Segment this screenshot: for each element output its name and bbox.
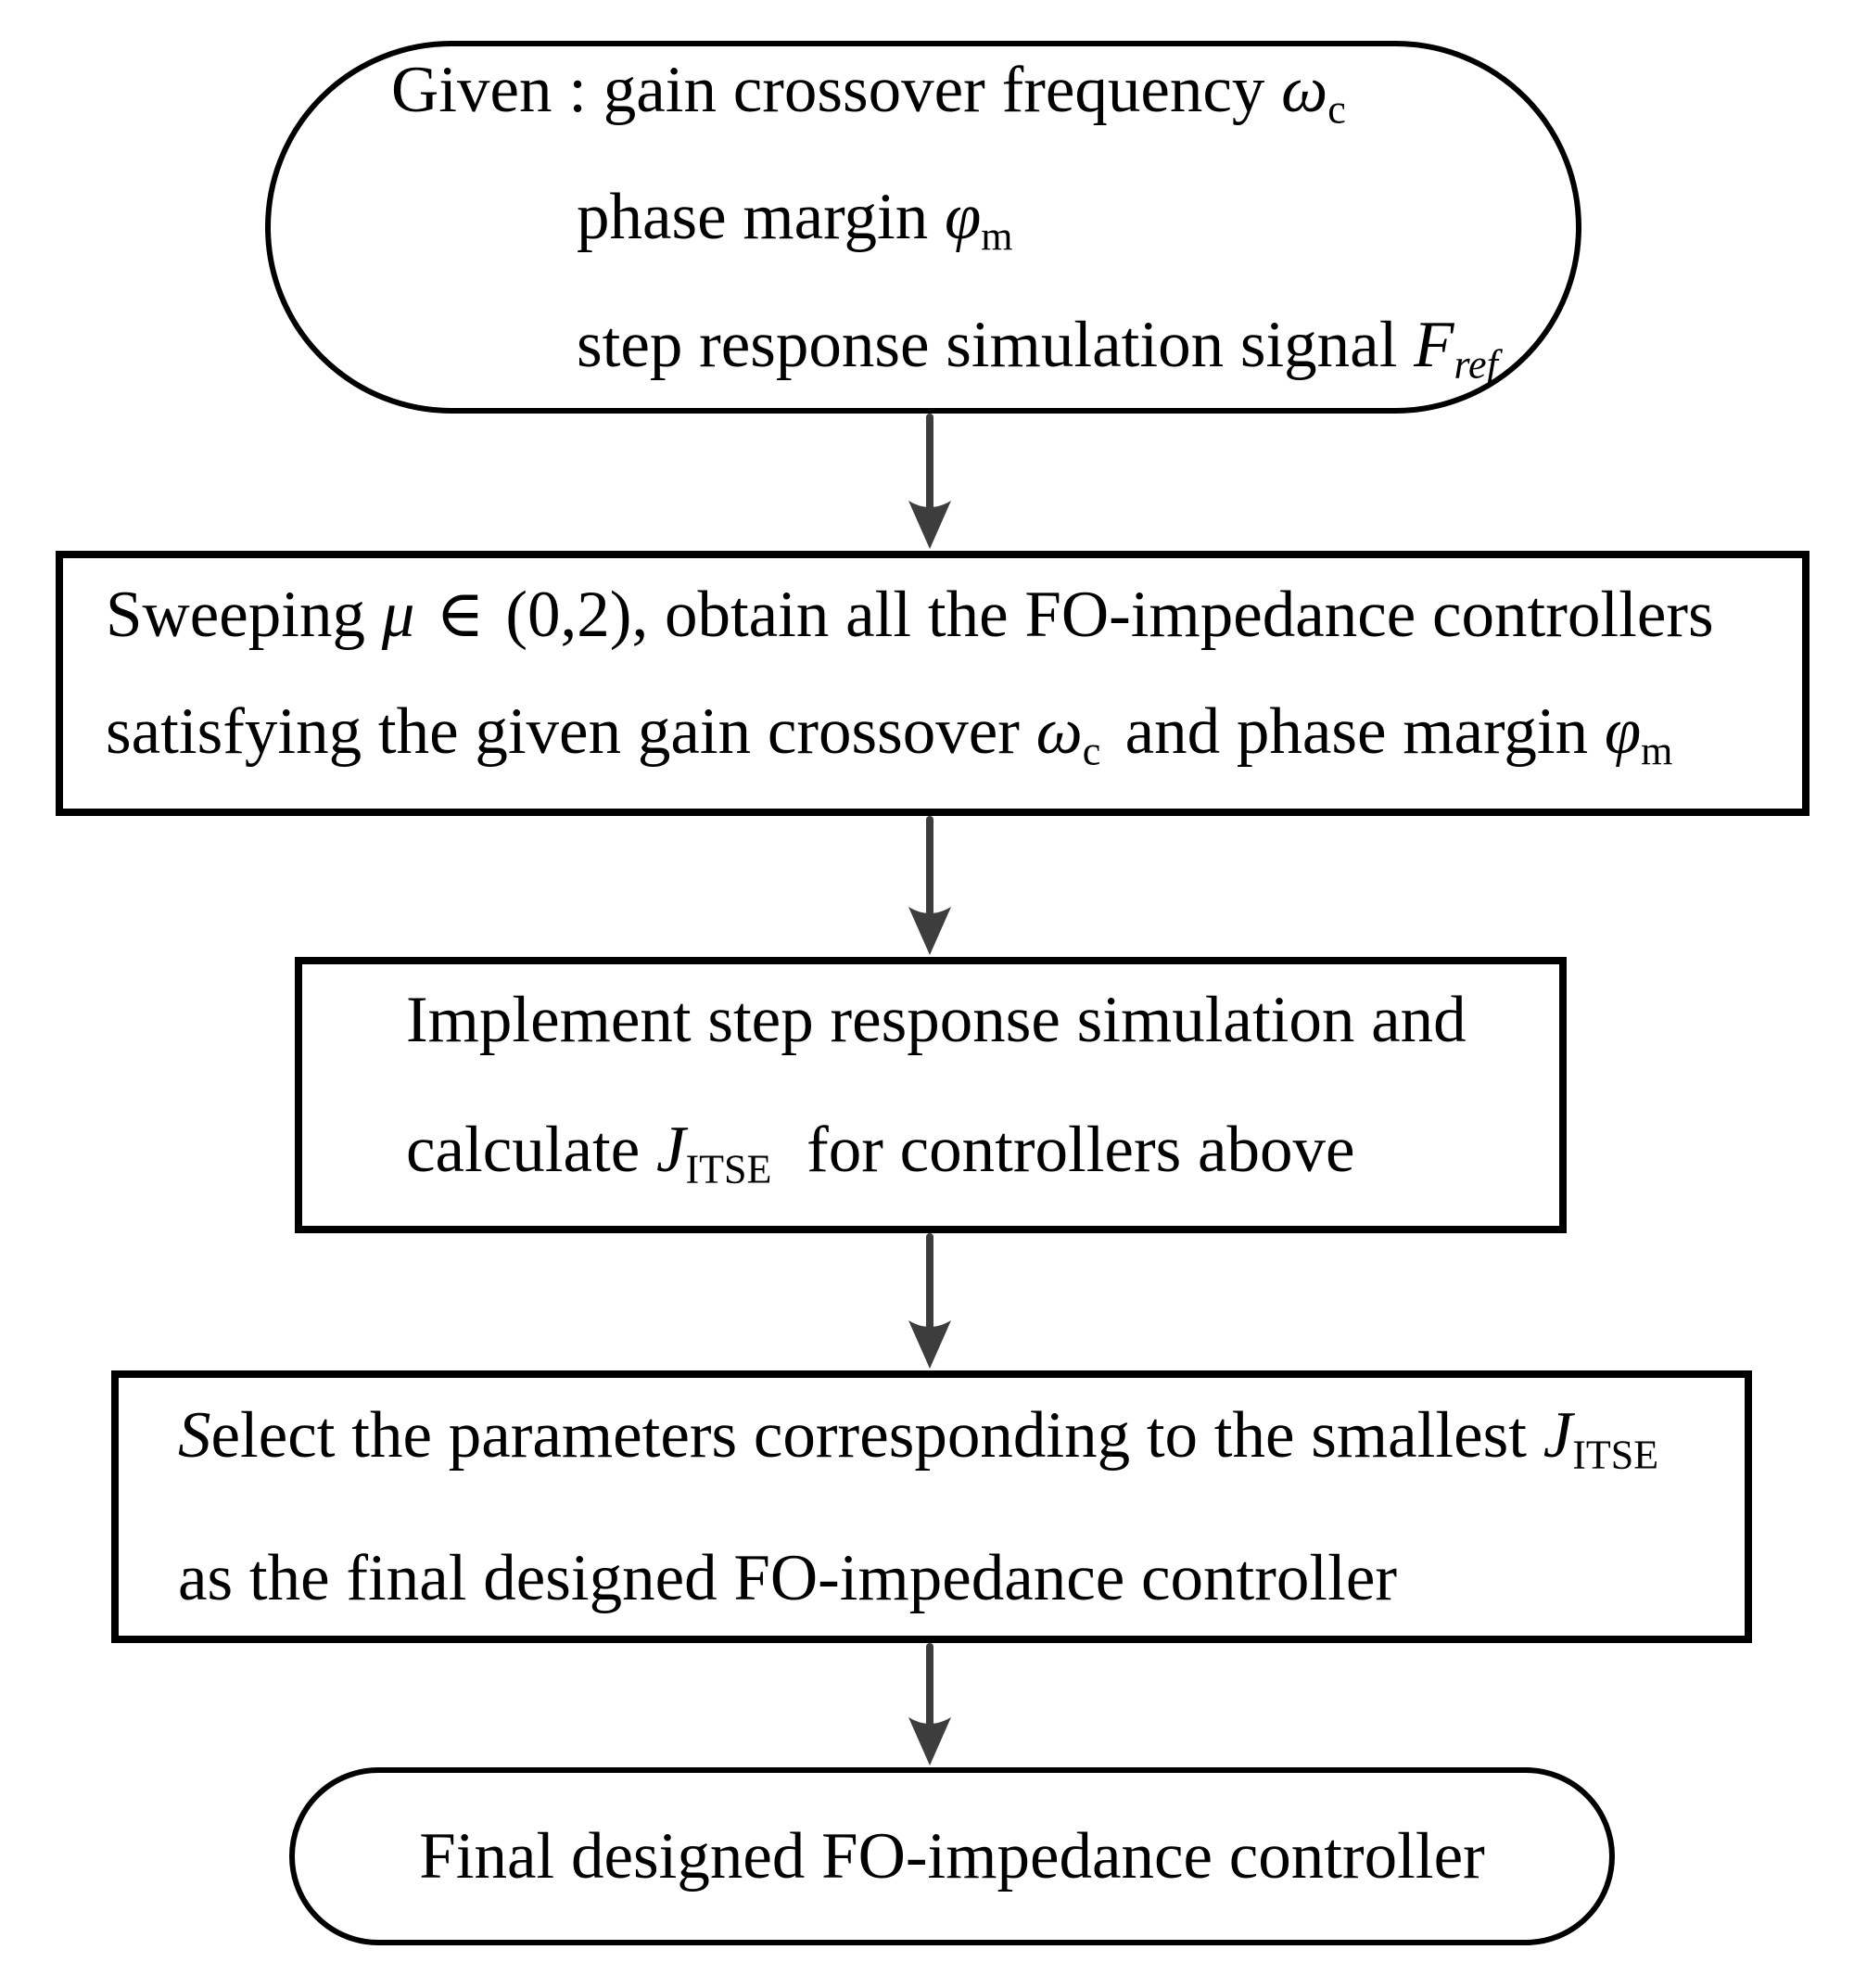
omega-symbol: ω xyxy=(1281,54,1328,127)
arrow-down-icon xyxy=(908,414,951,549)
phi-symbol: φ xyxy=(1604,695,1642,769)
given-line3-text: step response simulation signal xyxy=(577,308,1415,381)
process-simulate: Implement step response simulation and c… xyxy=(295,957,1567,1233)
flow-arrow-2 xyxy=(904,816,956,957)
sweep-line1-pre: Sweeping xyxy=(106,579,382,652)
phi-subscript: m xyxy=(981,213,1013,260)
f-symbol: F xyxy=(1414,308,1454,381)
j-symbol: J xyxy=(656,1114,686,1187)
given-line-3: step response simulation signal Fref xyxy=(577,291,1576,418)
given-line2-text: phase margin xyxy=(577,181,945,254)
sweep-line2-pre: satisfying the given gain crossover xyxy=(106,695,1036,769)
sweep-line-1: Sweeping μ ∈ (0,2), obtain all the FO-impe… xyxy=(106,556,1802,673)
select-line1-text: elect the parameters corresponding to th… xyxy=(210,1399,1543,1472)
mu-symbol: μ xyxy=(381,579,415,652)
omega-subscript: c xyxy=(1082,728,1101,774)
itse-subscript: ITSE xyxy=(1572,1432,1659,1478)
sweep-line2-mid: and phase margin xyxy=(1108,695,1605,769)
select-lead-letter: S xyxy=(178,1399,211,1472)
flow-arrow-4 xyxy=(904,1643,956,1767)
terminator-final: Final designed FO-impedance controller xyxy=(289,1767,1615,1945)
select-line2-text: as the final designed FO-impedance contr… xyxy=(178,1541,1398,1614)
select-line-2: as the final designed FO-impedance contr… xyxy=(178,1517,1745,1639)
j-symbol: J xyxy=(1543,1399,1573,1472)
given-line-2: phase margin φm xyxy=(577,163,1576,290)
sweep-line-2: satisfying the given gain crossover ωc a… xyxy=(106,673,1802,809)
process-sweep: Sweeping μ ∈ (0,2), obtain all the FO-impe… xyxy=(56,551,1810,816)
simulate-line2-pre: calculate xyxy=(406,1114,656,1187)
f-subscript: ref xyxy=(1454,340,1498,387)
select-line-1: Select the parameters corresponding to t… xyxy=(178,1374,1745,1516)
simulate-line1-text: Implement step response simulation and xyxy=(406,984,1467,1057)
final-line-1: Final designed FO-impedance controller xyxy=(419,1812,1485,1901)
element-of-symbol: ∈ xyxy=(436,579,485,652)
final-text: Final designed FO-impedance controller xyxy=(419,1820,1485,1892)
process-select: Select the parameters corresponding to t… xyxy=(111,1370,1752,1643)
phi-symbol: φ xyxy=(944,181,982,254)
flow-arrow-1 xyxy=(904,414,956,551)
given-line-1: Given : gain crossover frequency ωc xyxy=(391,36,1576,163)
arrow-down-icon xyxy=(908,1643,951,1765)
simulate-line-2: calculate JITSE for controllers above xyxy=(406,1085,1559,1234)
given-line1-text: gain crossover frequency xyxy=(603,54,1282,127)
arrow-down-icon xyxy=(908,1233,951,1369)
omega-subscript: c xyxy=(1327,86,1346,133)
simulate-line2-post: for controllers above xyxy=(790,1114,1355,1187)
given-prefix: Given : xyxy=(391,54,603,127)
flow-arrow-3 xyxy=(904,1233,956,1370)
sweep-line1-rest: (0,2), obtain all the FO-impedance contr… xyxy=(505,579,1714,652)
phi-subscript: m xyxy=(1641,728,1673,774)
arrow-down-icon xyxy=(908,816,951,955)
simulate-line-1: Implement step response simulation and xyxy=(406,955,1559,1085)
omega-symbol: ω xyxy=(1035,695,1083,769)
terminator-given: Given : gain crossover frequency ωc phas… xyxy=(265,41,1581,414)
itse-subscript: ITSE xyxy=(685,1146,772,1192)
